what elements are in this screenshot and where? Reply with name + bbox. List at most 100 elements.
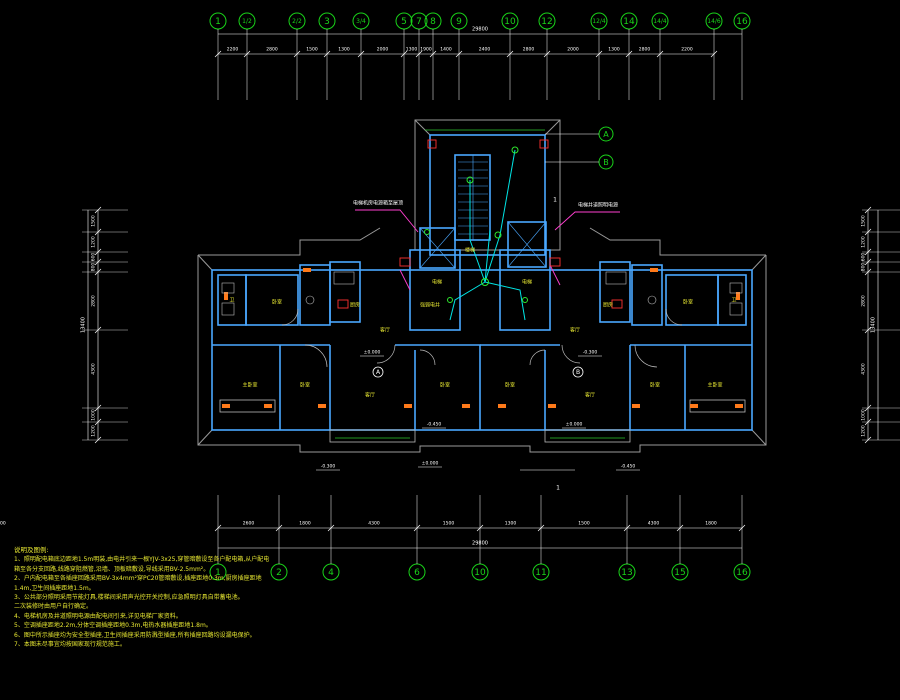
leader-lines bbox=[355, 209, 620, 291]
unit-label-unit-b: B bbox=[576, 369, 580, 376]
dim-top-text: 2200 bbox=[227, 47, 239, 53]
wall-fixtures bbox=[222, 268, 743, 408]
dim-bottom-text: 1800 bbox=[705, 521, 717, 527]
notes-line: 2、户内配电箱至各插座回路采用BV-3x4mm²穿PC20管暗敷设,插座距地0.… bbox=[14, 575, 262, 583]
room-label: 厨房 bbox=[350, 302, 360, 309]
notes-line: 4、电梯机房及井道照明电源由配电间引来,详见电梯厂家资料。 bbox=[14, 612, 182, 620]
elevation-mark: -0.450 bbox=[621, 464, 636, 470]
elevation-mark: ±0.000 bbox=[422, 461, 439, 467]
axis-label-right-a: A bbox=[603, 130, 609, 139]
axis-label-bot-11: 11 bbox=[535, 568, 546, 578]
door-swings bbox=[281, 308, 683, 368]
dim-bottom-text: 2600 bbox=[0, 521, 6, 527]
dim-left-text: 1500 bbox=[91, 215, 97, 227]
equipment-boxes bbox=[337, 139, 623, 309]
axis-label-top-7: 7 bbox=[416, 17, 422, 27]
dim-left-text: 1200 bbox=[91, 425, 97, 437]
dim-right-text: 1200 bbox=[861, 425, 867, 437]
room-label: 主卧室 bbox=[707, 382, 722, 389]
elevation-mark: -0.300 bbox=[321, 464, 336, 470]
unit-label-unit-a: A bbox=[376, 369, 381, 376]
room-label: 强弱电井 bbox=[420, 302, 440, 309]
dim-top-text: 2800 bbox=[266, 47, 278, 53]
room-label: 卫 bbox=[229, 298, 234, 304]
light-fixtures bbox=[424, 146, 528, 303]
notes-line: 箱至各分支回路,线路穿阻燃管,沿墙、顶板暗敷设,导线采用BV-2.5mm²。 bbox=[14, 565, 210, 573]
room-label: 楼梯 bbox=[465, 247, 475, 254]
axis-label-bot-13: 13 bbox=[621, 568, 632, 578]
axis-label-top-12: 12 bbox=[541, 17, 552, 27]
room-label: 客厅 bbox=[380, 327, 390, 334]
notes-line: 7、本图未尽事宜均按国家现行规范施工。 bbox=[14, 641, 126, 649]
room-label: 卧室 bbox=[505, 382, 515, 389]
room-label: 客厅 bbox=[570, 327, 580, 334]
axis-label-top-14: 14 bbox=[623, 17, 635, 27]
room-label: 电梯 bbox=[432, 279, 442, 286]
room-label: 卧室 bbox=[683, 299, 693, 306]
dim-top-text: 1300 bbox=[406, 47, 418, 53]
elevation-mark: ±0.000 bbox=[566, 422, 583, 428]
dim-bottom-text: 4300 bbox=[648, 521, 660, 527]
axis-label-top-1: 1 bbox=[215, 17, 221, 27]
axis-label-top-10: 10 bbox=[504, 17, 516, 27]
axis-label-top-1-2: 1/2 bbox=[242, 18, 252, 25]
room-label: 卧室 bbox=[440, 382, 450, 389]
dim-bottom-text: 1500 bbox=[578, 521, 590, 527]
elevation-mark: -0.300 bbox=[583, 350, 598, 356]
axis-label-bot-16: 16 bbox=[736, 568, 748, 578]
axis-label-top-14-4: 14/4 bbox=[653, 18, 667, 25]
room-label: 主卧室 bbox=[242, 382, 257, 389]
dim-left-text: 1200 bbox=[91, 236, 97, 248]
notes-line: 1.4m,卫生间插座距地1.5m。 bbox=[14, 584, 95, 592]
balconies bbox=[219, 129, 746, 443]
dim-left-total-text: 13400 bbox=[81, 317, 87, 333]
notes-line: 1、照明配电箱底边距地1.5m明装,由电井引来一根YJV-3x25,穿管暗敷设至… bbox=[14, 556, 270, 564]
sanitary-fixtures bbox=[221, 271, 743, 316]
leader-label: 电梯机房电源箱至屋顶 bbox=[353, 200, 403, 207]
axis-label-top-3: 3 bbox=[324, 17, 330, 27]
axis-label-right-b: B bbox=[603, 158, 609, 167]
dim-top-text: 2800 bbox=[523, 47, 535, 53]
axis-label-top-12-4: 12/4 bbox=[592, 18, 606, 25]
dim-right-total-text: 13400 bbox=[871, 317, 877, 333]
dim-right-text: 800 bbox=[861, 263, 867, 272]
elevation-mark: -0.450 bbox=[427, 422, 442, 428]
room-label: 客厅 bbox=[365, 392, 375, 399]
dim-right-text: 600 bbox=[861, 253, 867, 262]
dim-bottom-text: 1500 bbox=[443, 521, 455, 527]
dim-top-text: 1900 bbox=[420, 47, 432, 53]
section-cut-mark: 1 bbox=[553, 197, 557, 204]
axis-label-bot-6: 6 bbox=[414, 568, 420, 578]
dim-bottom-text: 1300 bbox=[505, 521, 517, 527]
dim-left-text: 1000 bbox=[91, 409, 97, 421]
dim-top-text: 2800 bbox=[639, 47, 651, 53]
room-label: 卧室 bbox=[300, 382, 310, 389]
axis-label-bot-1: 1 bbox=[215, 568, 221, 578]
building-outline bbox=[197, 119, 767, 453]
dim-right-text: 4300 bbox=[861, 363, 867, 375]
unit-mark-unit-a bbox=[372, 366, 384, 378]
dim-top-text: 1300 bbox=[338, 47, 350, 53]
axis-label-bot-2: 2 bbox=[276, 568, 282, 578]
elevation-mark: ±0.000 bbox=[364, 350, 381, 356]
dim-right-text: 1200 bbox=[861, 236, 867, 248]
dim-bottom-text: 4300 bbox=[368, 521, 380, 527]
dim-top-text: 1400 bbox=[440, 47, 452, 53]
design-notes: 说明及图例: 1、照明配电箱底边距地1.5m明装,由电井引来一根YJV-3x25… bbox=[14, 546, 344, 649]
cable-runs bbox=[449, 149, 526, 321]
dim-top-text: 2200 bbox=[681, 47, 693, 53]
room-label: 卧室 bbox=[650, 382, 660, 389]
room-label: 卧室 bbox=[272, 299, 282, 306]
notes-line: 二次装修时由用户自行确定。 bbox=[14, 603, 93, 611]
axis-label-top-2-2: 2/2 bbox=[292, 18, 302, 25]
axis-label-top-3-4: 3/4 bbox=[356, 18, 366, 25]
notes-line: 3、公共部分照明采用节能灯具,楼梯间采用声光控开关控制,应急照明灯具自带蓄电池。 bbox=[14, 594, 244, 602]
axis-label-top-9: 9 bbox=[456, 17, 462, 27]
dim-bottom-text: 1800 bbox=[299, 521, 311, 527]
axis-label-top-16: 16 bbox=[736, 17, 748, 27]
notes-line: 6、图中所示插座均为安全型插座,卫生间插座采用防溅型插座,所有插座回路均设漏电保… bbox=[14, 631, 256, 639]
axis-label-top-8: 8 bbox=[430, 17, 436, 27]
stair-treads bbox=[458, 155, 488, 240]
notes-line: 5、空调插座距地2.2m,分体空调插座距地0.3m,电热水器插座距地1.8m。 bbox=[14, 622, 212, 630]
